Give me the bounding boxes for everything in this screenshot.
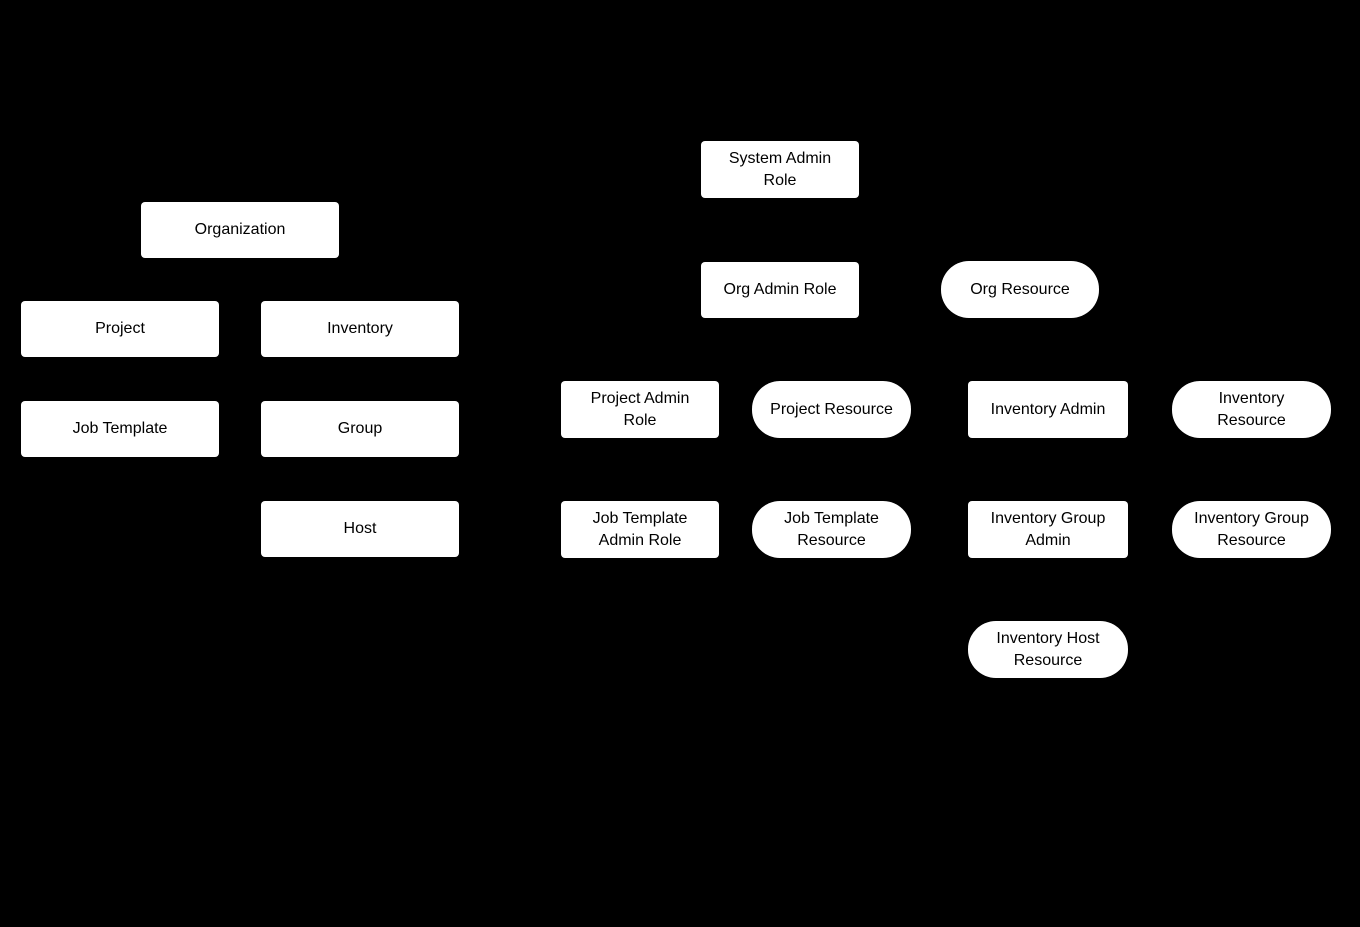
node-inventory-admin: Inventory Admin [968,381,1128,438]
node-project-label: Project [95,320,145,337]
node-group-label: Group [337,420,383,437]
node-org-resource-label: Org Resource [970,280,1070,298]
node-organization: Organization [141,202,339,258]
node-system-admin-role-label: System Admin Role [728,149,832,189]
node-inventory-host-resource-label: Inventory Host Resource [996,629,1100,669]
node-inventory-admin-label: Inventory Admin [990,400,1106,418]
node-job-template-label: Job Template [72,420,168,437]
node-inventory-group-resource: Inventory Group Resource [1172,501,1331,558]
node-org-admin-role-label: Org Admin Role [723,281,837,298]
node-inventory-resource-label: Inventory Resource [1217,389,1286,429]
node-organization-label: Organization [194,221,286,238]
node-org-admin-role: Org Admin Role [701,262,859,318]
node-project-resource: Project Resource [752,381,911,438]
node-inventory-host-resource: Inventory Host Resource [968,621,1128,678]
node-inventory-label: Inventory [327,320,393,337]
node-project-admin-role-label: Project Admin Role [590,389,690,429]
node-inventory: Inventory [261,301,459,357]
node-job-template-resource-label: Job Template Resource [784,509,879,549]
node-host-label: Host [343,520,377,537]
node-inventory-group-admin-label: Inventory Group Admin [990,509,1106,549]
node-org-resource: Org Resource [941,261,1099,318]
node-job-template-resource: Job Template Resource [752,501,911,558]
node-project: Project [21,301,219,357]
node-project-admin-role: Project Admin Role [561,381,719,438]
node-group: Group [261,401,459,457]
node-inventory-group-admin: Inventory Group Admin [968,501,1128,558]
node-project-resource-label: Project Resource [770,400,893,418]
node-job-template-admin-role: Job Template Admin Role [561,501,719,558]
node-job-template-admin-role-label: Job Template Admin Role [592,509,688,549]
node-host: Host [261,501,459,557]
node-inventory-resource: Inventory Resource [1172,381,1331,438]
node-system-admin-role: System Admin Role [701,141,859,198]
node-job-template: Job Template [21,401,219,457]
node-inventory-group-resource-label: Inventory Group Resource [1194,509,1309,549]
